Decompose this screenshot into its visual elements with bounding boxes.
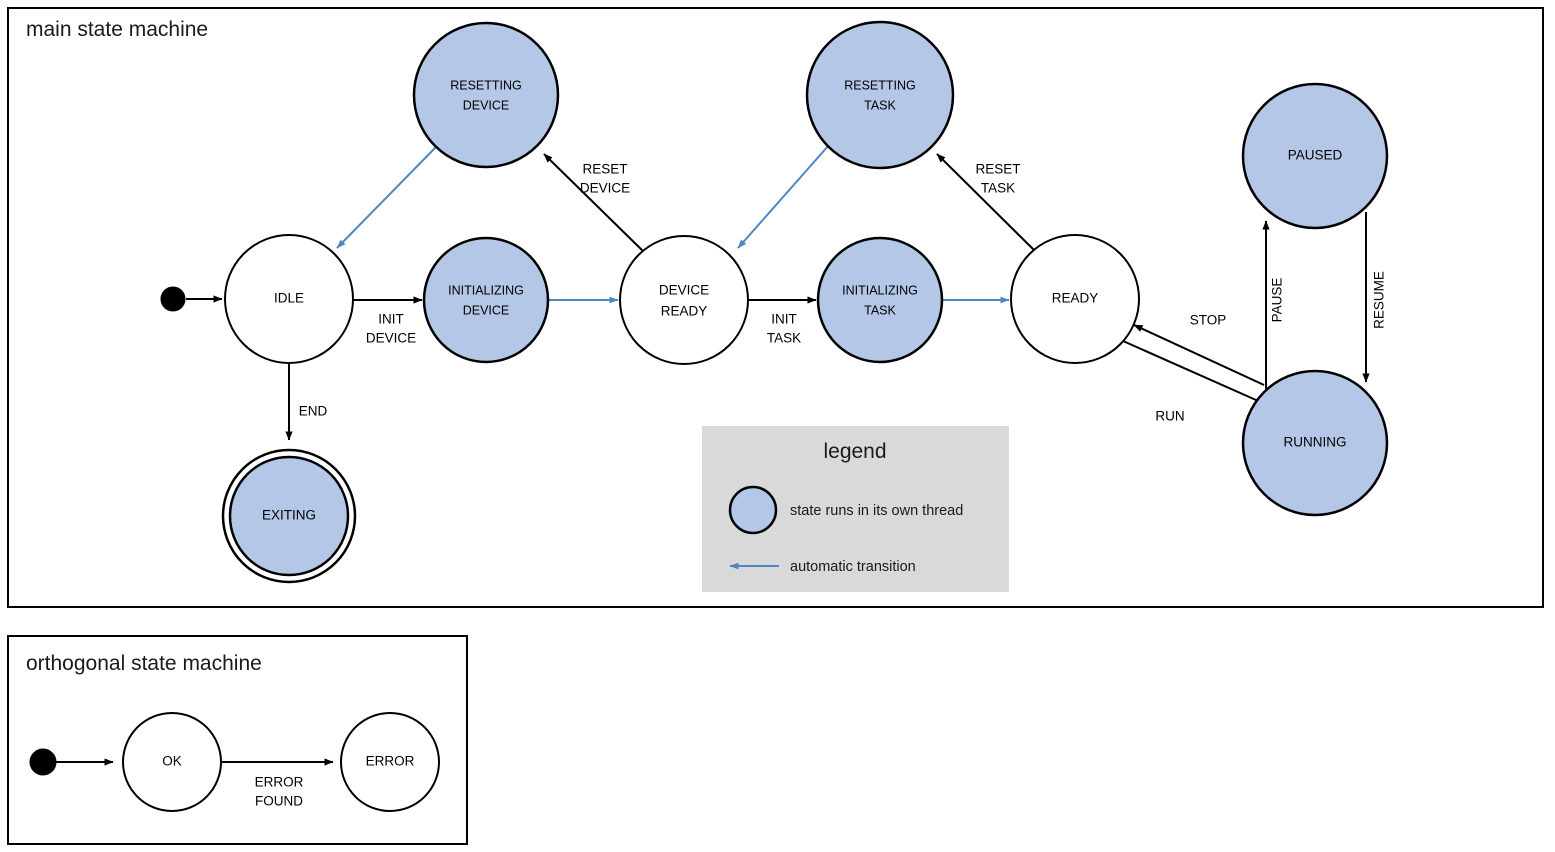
edge-ready-to-resetting-task	[936, 153, 1037, 253]
state-initializing-device[interactable]: INITIALIZING DEVICE	[422, 236, 550, 364]
state-exiting-label: EXITING	[262, 508, 316, 523]
edge-label-error-found-line2: FOUND	[255, 794, 303, 809]
state-running-label: RUNNING	[1284, 435, 1347, 450]
edge-label-reset-task-line1: RESET	[975, 162, 1020, 177]
state-ok[interactable]: OK	[122, 712, 222, 812]
legend-auto-transition-text: automatic transition	[790, 559, 916, 575]
edge-label-error-found-line1: ERROR	[255, 775, 304, 790]
state-ready[interactable]: READY	[1010, 234, 1140, 364]
state-device-ready-label-line2: READY	[661, 304, 708, 319]
state-initializing-device-label-line1: INITIALIZING	[448, 283, 524, 297]
state-error-label: ERROR	[366, 754, 415, 769]
edge-label-stop: STOP	[1190, 313, 1227, 328]
state-idle-shape	[224, 234, 354, 364]
legend-title: legend	[823, 440, 886, 463]
state-ready-shape	[1010, 234, 1140, 364]
state-idle[interactable]: IDLE	[224, 234, 354, 364]
state-resetting-task-label-line1: RESETTING	[844, 78, 916, 92]
edge-label-pause: PAUSE	[1270, 278, 1285, 323]
state-resetting-task[interactable]: RESETTING TASK	[805, 20, 955, 170]
edge-label-resume: RESUME	[1372, 271, 1387, 329]
edge-label-init-task-line2: TASK	[767, 331, 801, 346]
state-ok-label: OK	[162, 754, 182, 769]
edge-label-reset-task-line2: TASK	[981, 181, 1015, 196]
edge-resetting-device-to-idle	[336, 146, 437, 249]
edge-label-init-device-line2: DEVICE	[366, 331, 416, 346]
state-resetting-device-shape	[412, 21, 560, 169]
state-resetting-task-label-line2: TASK	[864, 98, 896, 112]
state-running[interactable]: RUNNING	[1241, 369, 1389, 517]
main-state-machine-title: main state machine	[26, 18, 208, 41]
state-idle-label: IDLE	[274, 291, 304, 306]
state-error[interactable]: ERROR	[340, 712, 440, 812]
edge-label-init-task-line1: INIT	[771, 312, 797, 327]
state-exiting-shape	[228, 455, 350, 577]
orthogonal-initial-state-dot	[29, 748, 57, 776]
orthogonal-state-machine-title: orthogonal state machine	[26, 652, 262, 675]
main-initial-state-dot	[160, 286, 186, 312]
edge-label-reset-device-line1: RESET	[582, 162, 627, 177]
edge-label-end: END	[299, 404, 328, 419]
state-resetting-device[interactable]: RESETTING DEVICE	[412, 21, 560, 169]
state-device-ready[interactable]: DEVICE READY	[619, 235, 749, 365]
state-ready-label: READY	[1052, 291, 1099, 306]
state-initializing-device-shape	[422, 236, 550, 364]
edge-device-ready-to-resetting-device	[543, 153, 646, 254]
state-initializing-task-label-line2: TASK	[864, 303, 896, 317]
state-ok-shape	[122, 712, 222, 812]
edge-label-init-device-line1: INIT	[378, 312, 404, 327]
edge-running-to-ready	[1133, 324, 1265, 386]
state-device-ready-shape	[619, 235, 749, 365]
state-paused[interactable]: PAUSED	[1241, 82, 1389, 230]
legend-thread-state-text: state runs in its own thread	[790, 503, 963, 519]
state-resetting-device-label-line1: RESETTING	[450, 78, 522, 92]
state-paused-label: PAUSED	[1288, 148, 1343, 163]
state-exiting[interactable]: EXITING	[221, 448, 357, 584]
state-initializing-task-label-line1: INITIALIZING	[842, 283, 918, 297]
state-running-shape	[1241, 369, 1389, 517]
legend-thread-state-swatch	[728, 485, 778, 535]
state-error-shape	[340, 712, 440, 812]
state-resetting-task-shape	[805, 20, 955, 170]
edge-label-reset-device-line2: DEVICE	[580, 181, 630, 196]
edge-ready-to-running	[1122, 340, 1266, 405]
state-initializing-device-label-line2: DEVICE	[463, 303, 510, 317]
edge-resetting-task-to-device-ready	[737, 144, 830, 249]
state-resetting-device-label-line2: DEVICE	[463, 98, 510, 112]
state-paused-shape	[1241, 82, 1389, 230]
state-device-ready-label-line1: DEVICE	[659, 283, 709, 298]
state-initializing-task[interactable]: INITIALIZING TASK	[816, 236, 944, 364]
legend: legend state runs in its own thread auto…	[702, 426, 1009, 592]
state-initializing-task-shape	[816, 236, 944, 364]
edge-label-run: RUN	[1155, 409, 1184, 424]
